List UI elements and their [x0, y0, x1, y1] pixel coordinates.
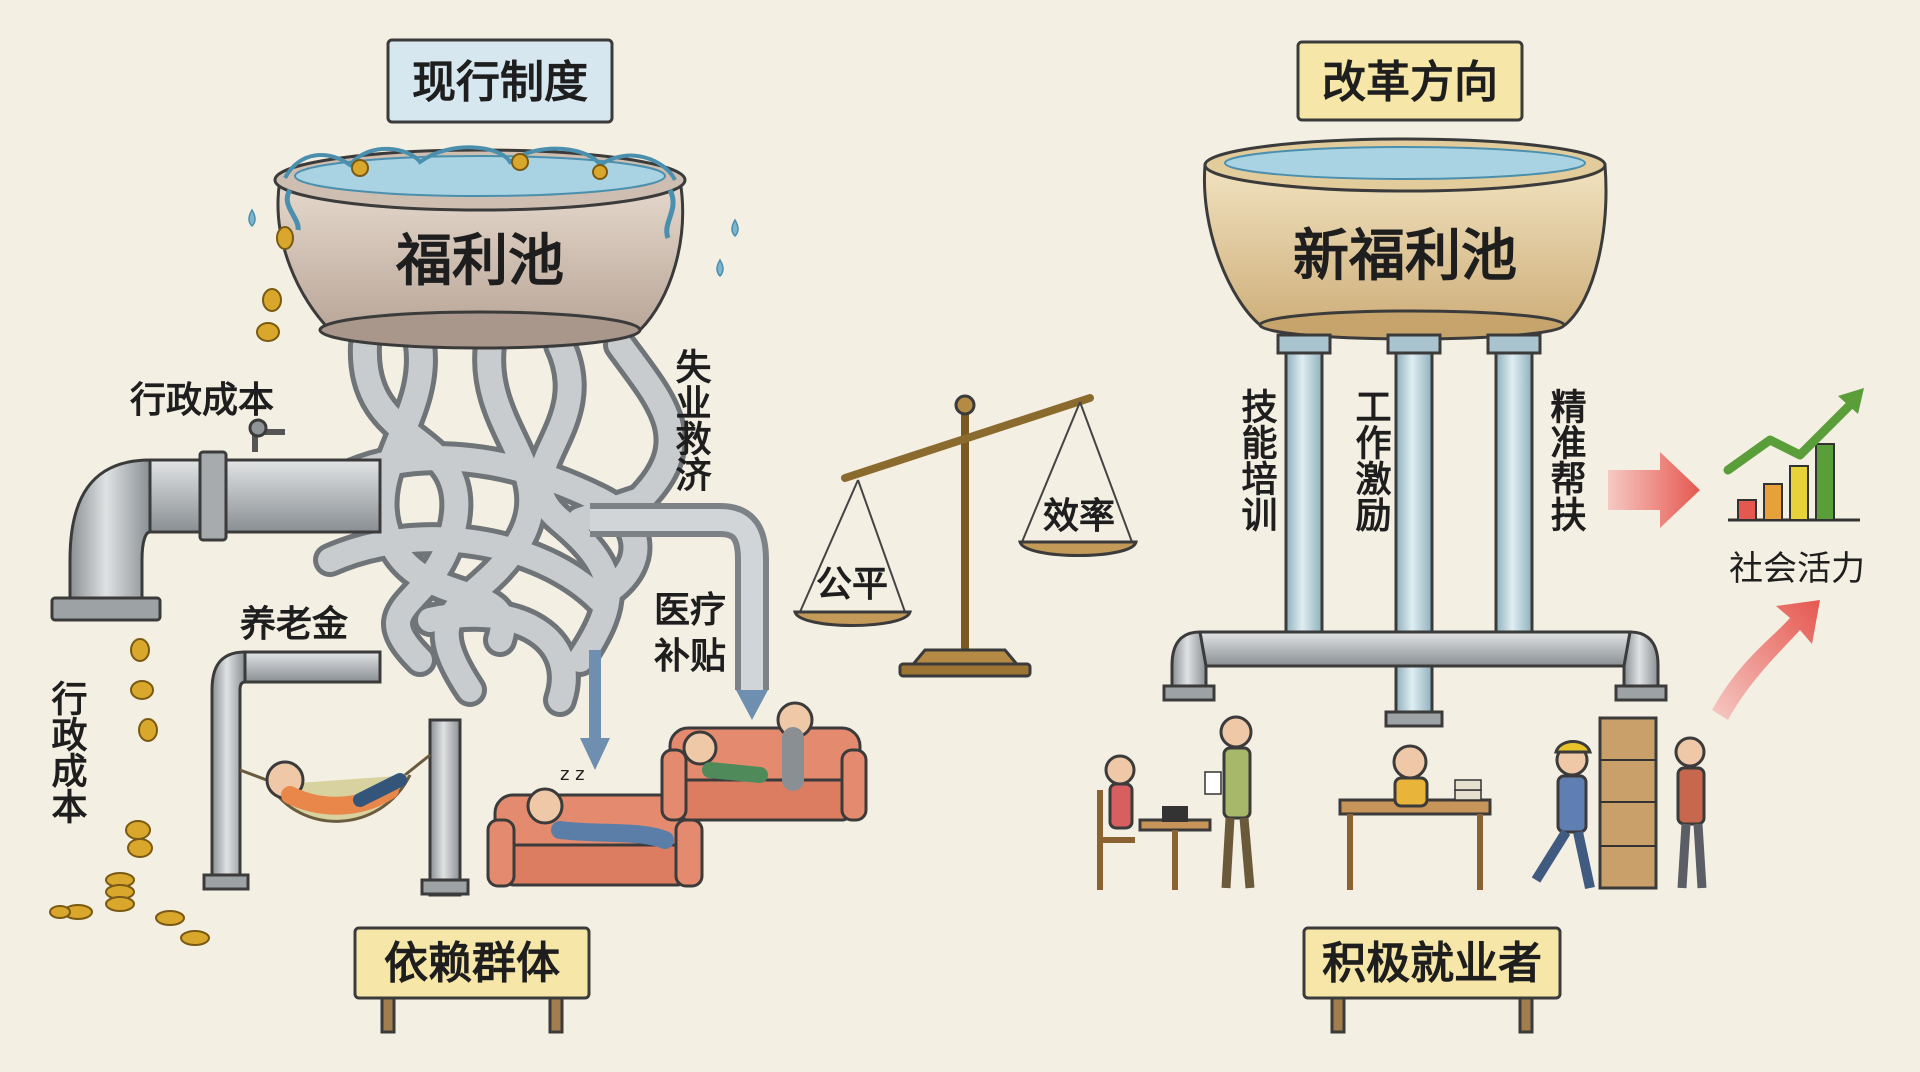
balance-scale: 公平 效率 [793, 394, 1138, 678]
right-title: 改革方向 [1322, 57, 1498, 108]
right-title-sign: 改革方向 [1296, 40, 1524, 122]
workers-scene [1097, 715, 1707, 890]
right-panel: 改革方向 新福利池 技能培训 工作激励 [1097, 40, 1865, 1034]
right-pool-label: 新福利池 [1293, 224, 1517, 289]
down-arrow-icon [580, 738, 610, 770]
new-welfare-pool-basin: 新福利池 [1202, 137, 1608, 341]
left-title: 现行制度 [412, 57, 588, 108]
pension-label: 养老金 [240, 603, 349, 645]
unemployment-label: 失业救济 [670, 348, 712, 492]
medical-pipe [580, 503, 769, 770]
welfare-pool-basin: 福利池 [273, 145, 687, 350]
pillar-skills-label: 技能培训 [1236, 388, 1278, 532]
fairness-label: 公平 [816, 564, 888, 605]
left-title-sign: 现行制度 [386, 38, 614, 124]
left-pool-label: 福利池 [395, 229, 564, 294]
admin-cost-side-label: 行政成本 [46, 680, 88, 824]
up-arrow-icon [1712, 600, 1820, 720]
active-workers-label: 积极就业者 [1322, 938, 1542, 989]
dependent-group-sign: 依赖群体 [353, 926, 591, 1034]
right-arrow-icon [1608, 452, 1700, 528]
pension-pipe [202, 650, 470, 897]
efficiency-label: 效率 [1043, 496, 1115, 537]
leaking-coins [49, 208, 739, 946]
svg-text:z z: z z [560, 764, 585, 785]
sofa-sleeper: z z [486, 764, 704, 888]
support-pillars [1162, 333, 1668, 728]
medical-label-line1: 医疗 [654, 590, 726, 631]
hammock-person [239, 753, 431, 823]
growth-chart-icon [1723, 388, 1864, 522]
active-workers-sign: 积极就业者 [1302, 926, 1562, 1034]
social-vitality-label: 社会活力 [1729, 549, 1865, 589]
tangled-pipes [313, 328, 688, 717]
admin-cost-top-label: 行政成本 [130, 380, 274, 421]
admin-cost-pipe [50, 418, 382, 622]
medical-label-line2: 补贴 [654, 636, 726, 677]
left-panel: 现行制度 [46, 38, 868, 1034]
dependent-group-label: 依赖群体 [384, 938, 560, 989]
pillar-targeted-label: 精准帮扶 [1545, 388, 1587, 532]
pillar-incentive-label: 工作激励 [1350, 388, 1392, 533]
medical-arrow-icon [736, 690, 768, 720]
sofa-couple [660, 701, 868, 822]
